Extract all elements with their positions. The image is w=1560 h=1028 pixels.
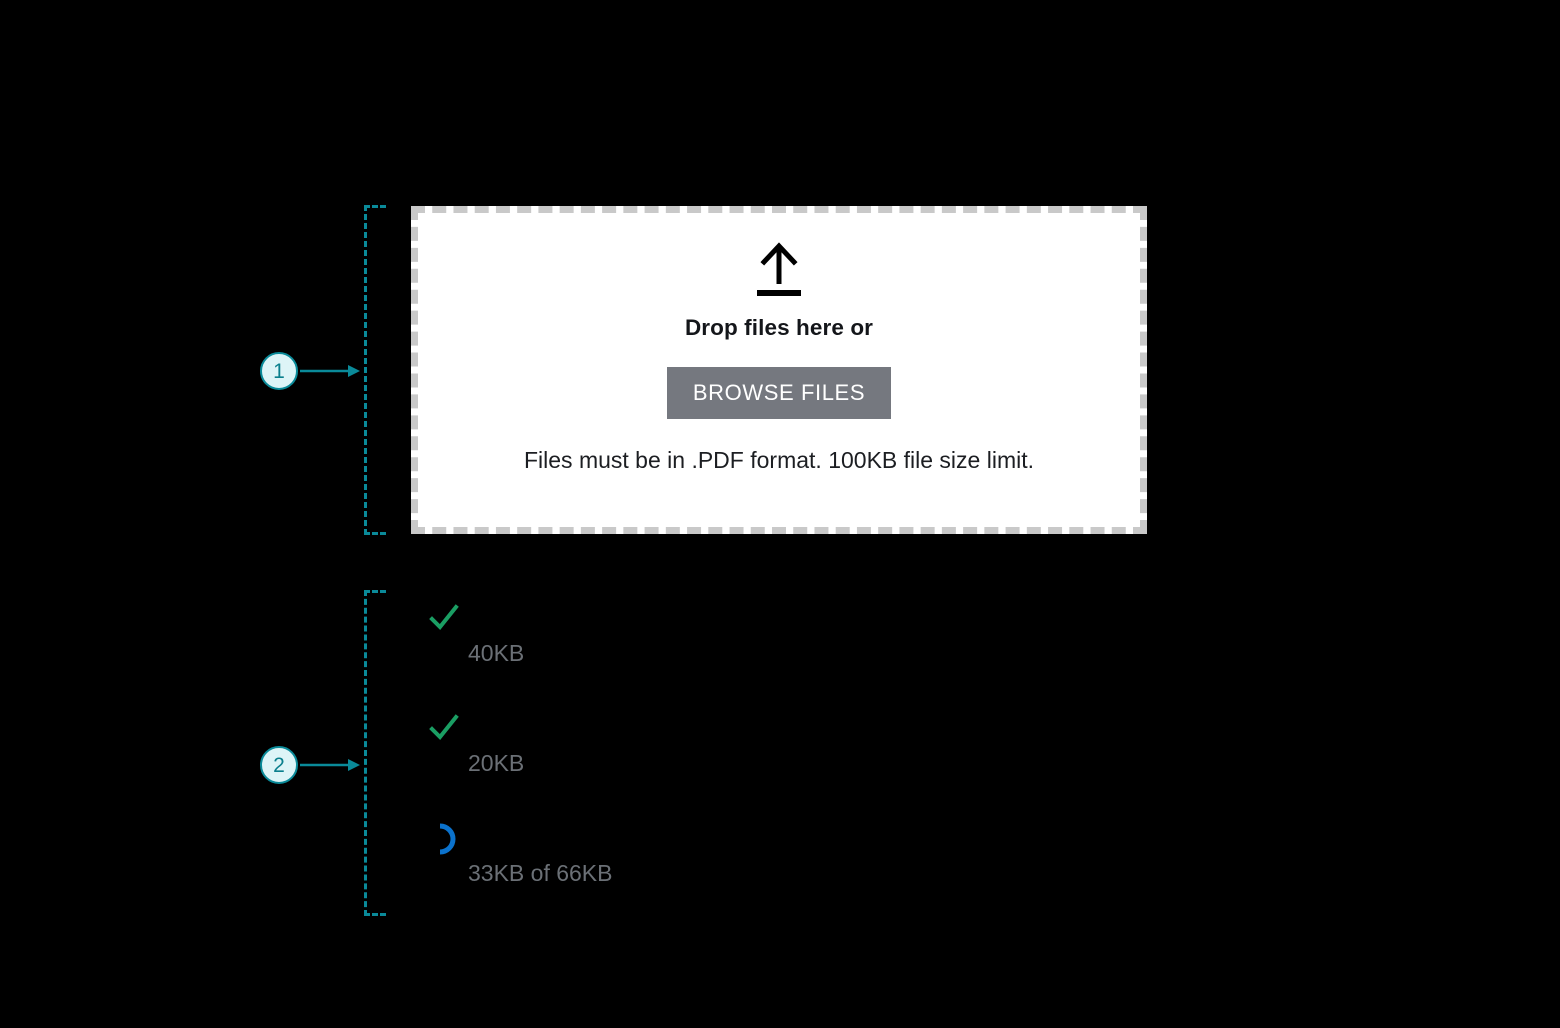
callout-marker-2-label: 2 [273, 753, 285, 777]
callout-marker-1: 1 [260, 352, 298, 390]
callout-bracket-2 [364, 590, 386, 916]
upload-arrow-icon [757, 242, 801, 296]
file-list-item[interactable]: 20KB [412, 706, 1112, 816]
file-dropzone[interactable]: Drop files here or BROWSE FILES Files mu… [411, 206, 1147, 534]
callout-arrow-2 [300, 759, 360, 771]
check-icon [429, 714, 459, 740]
check-icon [429, 604, 459, 630]
dropzone-title: Drop files here or [684, 315, 874, 340]
callout-marker-1-label: 1 [273, 359, 285, 383]
callout-bracket-1 [364, 205, 386, 535]
callout-arrow-1 [300, 365, 360, 377]
spinner-icon [439, 823, 456, 855]
uploaded-file-list: 40KB 20KB 33KB of 66KB [412, 596, 1112, 926]
file-size: 40KB [468, 640, 525, 666]
dropzone-hint: Files must be in .PDF format. 100KB file… [524, 447, 1034, 473]
file-list-item[interactable]: 33KB of 66KB [412, 816, 1112, 926]
file-list-item[interactable]: 40KB [412, 596, 1112, 706]
file-size: 20KB [468, 750, 525, 776]
callout-marker-2: 2 [260, 746, 298, 784]
file-upload-progress: 33KB of 66KB [468, 860, 613, 886]
browse-files-button[interactable]: BROWSE FILES [666, 367, 892, 419]
